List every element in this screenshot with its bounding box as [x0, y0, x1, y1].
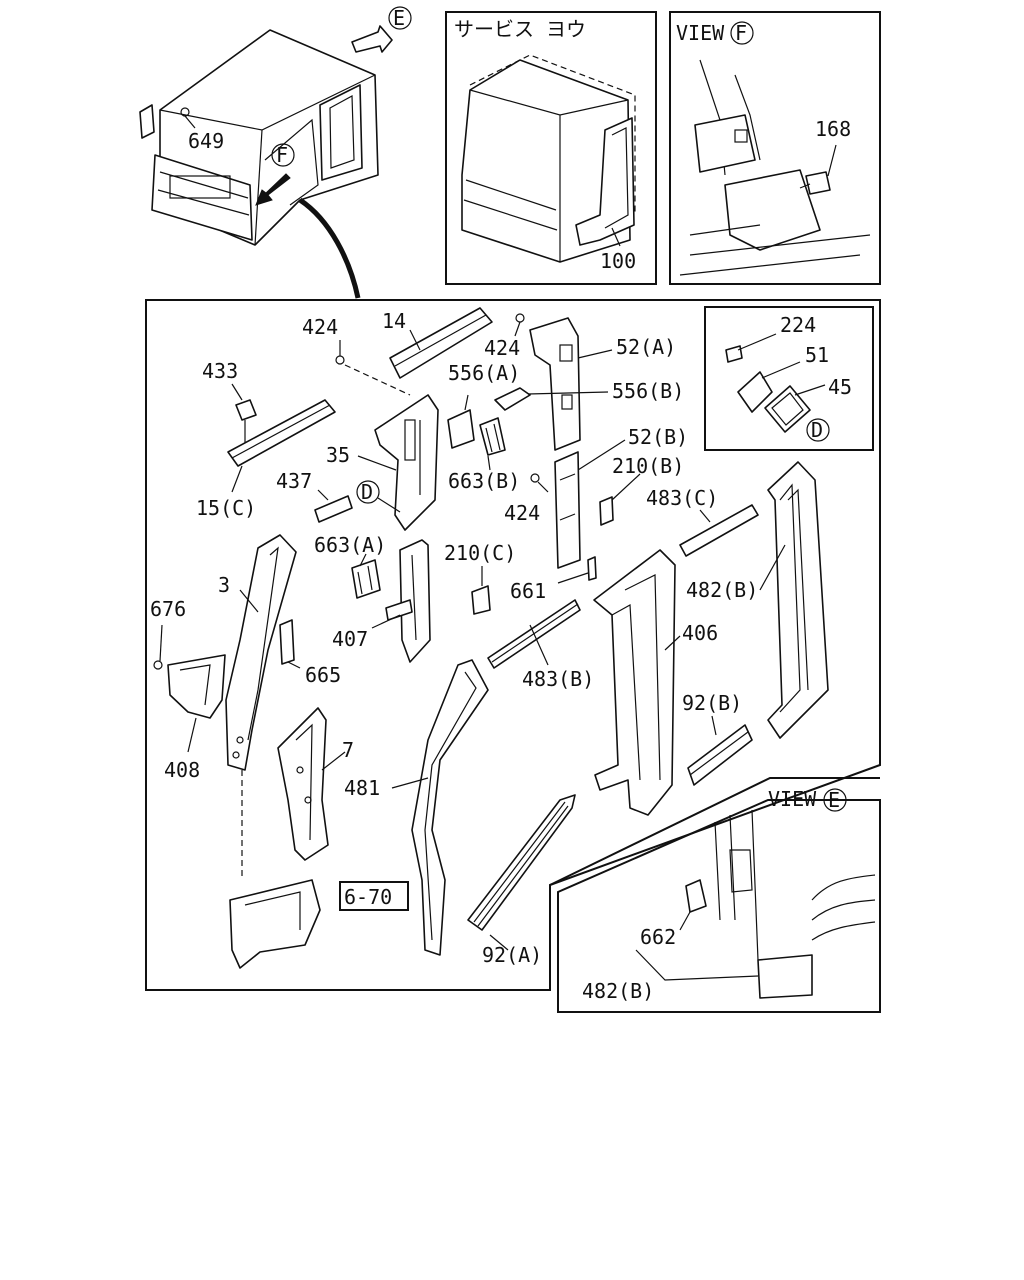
- label-556a: 556(A): [448, 361, 520, 385]
- label-433: 433: [202, 359, 238, 383]
- part-14: 14: [382, 307, 493, 379]
- label-52a: 52(A): [616, 335, 676, 359]
- label-483b: 483(B): [522, 667, 594, 691]
- label-92b: 92(B): [682, 691, 742, 715]
- service-inset: サービス ヨウ 100: [445, 11, 657, 285]
- view-f-marker: F: [735, 21, 747, 45]
- part-406: 406: [593, 549, 718, 816]
- part-556a: 556(A): [447, 361, 520, 449]
- marker-f: F: [276, 143, 288, 167]
- label-100: 100: [600, 249, 636, 273]
- gasket-inset: 224 51 45 D: [704, 306, 874, 451]
- label-210c: 210(C): [444, 541, 516, 565]
- view-e-title: VIEW: [768, 787, 817, 811]
- label-45: 45: [828, 375, 852, 399]
- part-433: 433: [202, 359, 257, 445]
- clip-424-b: [515, 313, 525, 323]
- part-52b: 52(B): [554, 425, 688, 569]
- label-676: 676: [150, 597, 186, 621]
- part-661: 661: [510, 556, 597, 603]
- label-224: 224: [780, 313, 816, 337]
- view-f-inset: VIEW F 168: [669, 11, 881, 285]
- label-408: 408: [164, 758, 200, 782]
- label-52b: 52(B): [628, 425, 688, 449]
- view-f-title: VIEW: [676, 21, 725, 45]
- label-15c: 15(C): [196, 496, 256, 520]
- clip-424-c: [530, 473, 540, 483]
- label-649: 649: [188, 129, 224, 153]
- label-424-b: 424: [484, 336, 520, 360]
- view-e-inset: VIEW E 662 482(B): [549, 777, 881, 1013]
- label-481: 481: [344, 776, 380, 800]
- label-51: 51: [805, 343, 829, 367]
- clip-424-a: [335, 355, 345, 365]
- label-6-70: 6-70: [344, 885, 392, 909]
- part-665: 665: [279, 619, 341, 687]
- label-663a: 663(A): [314, 533, 386, 557]
- label-662: 662: [640, 925, 676, 949]
- marker-d-gasket: D: [811, 418, 823, 442]
- part-483b: 483(B): [487, 599, 594, 691]
- part-6-70-floor: [229, 879, 321, 969]
- label-92a: 92(A): [482, 943, 542, 967]
- label-3: 3: [218, 573, 230, 597]
- view-e-marker: E: [828, 788, 840, 812]
- label-437: 437: [276, 469, 312, 493]
- label-35: 35: [326, 443, 350, 467]
- part-481: 481: [344, 659, 489, 956]
- label-483c: 483(C): [646, 486, 718, 510]
- label-482b: 482(B): [686, 578, 758, 602]
- part-3: 3: [218, 534, 297, 880]
- label-7: 7: [342, 738, 354, 762]
- part-210b: 210(B): [599, 454, 684, 526]
- part-556b: 556(B): [494, 379, 684, 411]
- part-52a: 52(A): [529, 317, 676, 451]
- part-663a: 663(A): [314, 533, 386, 599]
- label-665: 665: [305, 663, 341, 687]
- label-482b-view-e: 482(B): [582, 979, 654, 1003]
- label-210b: 210(B): [612, 454, 684, 478]
- label-424-a: 424: [302, 315, 338, 339]
- label-168: 168: [815, 117, 851, 141]
- label-424-c: 424: [504, 501, 540, 525]
- ref-box-6-70: [339, 881, 409, 911]
- part-482b: 482(B): [686, 461, 829, 739]
- part-437: 437: [276, 469, 353, 523]
- part-35: 35: [326, 394, 439, 531]
- part-676: 676: [150, 597, 186, 670]
- label-556b: 556(B): [612, 379, 684, 403]
- label-661: 661: [510, 579, 546, 603]
- marker-d-main: D: [361, 480, 373, 504]
- service-title: サービス ヨウ: [454, 17, 586, 41]
- part-407: 407: [332, 539, 431, 663]
- part-483c: 483(C): [646, 486, 759, 557]
- part-92b: 92(B): [682, 691, 753, 786]
- part-7: 7: [277, 707, 354, 861]
- label-663b: 663(B): [448, 469, 520, 493]
- label-406: 406: [682, 621, 718, 645]
- label-14: 14: [382, 309, 406, 333]
- part-663b: 663(B): [448, 417, 520, 493]
- label-407: 407: [332, 627, 368, 651]
- cab-overview: 649 E F: [139, 6, 412, 299]
- part-92a: 92(A): [467, 794, 576, 967]
- part-15c: 15(C): [196, 399, 336, 520]
- part-210c: 210(C): [444, 541, 516, 615]
- part-408: 408: [164, 654, 226, 782]
- marker-e: E: [393, 6, 405, 30]
